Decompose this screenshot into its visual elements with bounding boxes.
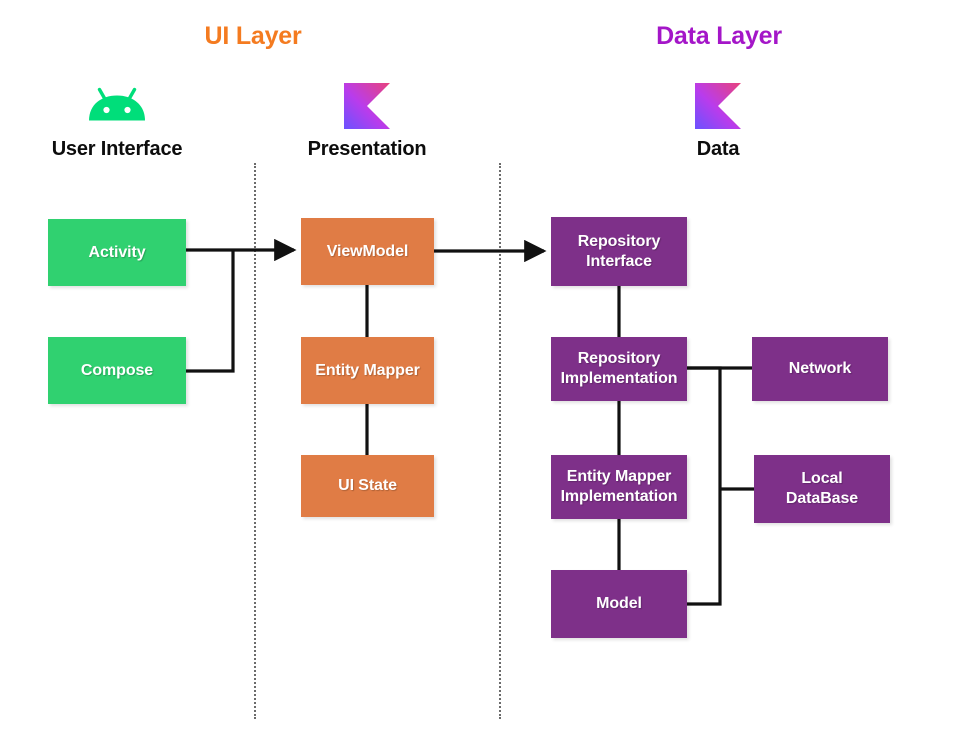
node-repository-interface-line1: Repository [577, 232, 661, 250]
column-header-user-interface: User Interface [17, 78, 217, 161]
node-repository-implementation-line1: Repository [577, 350, 661, 367]
node-repository-interface-label: Repository Interface [578, 232, 661, 272]
column-label-data: Data [696, 138, 740, 160]
android-robot-icon [17, 78, 217, 134]
node-entity-mapper-label: Entity Mapper [315, 361, 420, 379]
node-local-database-line2: DataBase [785, 490, 859, 507]
node-activity-label: Activity [88, 243, 146, 261]
node-repository-interface-line2: Interface [586, 252, 652, 270]
node-ui-state-label: UI State [338, 477, 397, 494]
node-entity-mapper-implementation-label: Entity Mapper Implementation [561, 467, 678, 507]
node-ui-state[interactable]: UI State [301, 455, 434, 517]
node-repository-implementation[interactable]: Repository Implementation [551, 337, 687, 401]
node-compose-label: Compose [80, 361, 154, 379]
node-repository-implementation-label: Repository Implementation [561, 349, 678, 389]
column-header-presentation: Presentation [267, 78, 467, 161]
ui-layer-title: UI Layer [204, 22, 302, 50]
node-repository-implementation-line2: Implementation [560, 370, 678, 387]
node-model-label: Model [596, 595, 642, 612]
node-viewmodel-label: ViewModel [326, 242, 409, 260]
kotlin-logo-icon [267, 78, 467, 134]
kotlin-logo-icon [618, 78, 818, 134]
node-compose[interactable]: Compose [48, 337, 186, 404]
node-entity-mapper-implementation-line2: Implementation [560, 488, 678, 505]
node-activity[interactable]: Activity [48, 219, 186, 286]
node-entity-mapper[interactable]: Entity Mapper [301, 337, 434, 404]
node-entity-mapper-implementation-line1: Entity Mapper [566, 468, 672, 485]
column-label-user-interface: User Interface [51, 138, 183, 160]
data-layer-title: Data Layer [656, 22, 782, 50]
node-viewmodel[interactable]: ViewModel [301, 218, 434, 285]
column-label-presentation: Presentation [307, 138, 427, 160]
node-model[interactable]: Model [551, 570, 687, 638]
node-network-label: Network [788, 360, 852, 377]
node-repository-interface[interactable]: Repository Interface [551, 217, 687, 286]
column-header-data: Data [618, 78, 818, 161]
node-entity-mapper-implementation[interactable]: Entity Mapper Implementation [551, 455, 687, 519]
node-network[interactable]: Network [752, 337, 888, 401]
layer-divider-right [499, 163, 501, 719]
node-local-database[interactable]: Local DataBase [754, 455, 890, 523]
node-local-database-label: Local DataBase [786, 469, 858, 509]
node-local-database-line1: Local [801, 470, 843, 487]
layer-divider-left [254, 163, 256, 719]
